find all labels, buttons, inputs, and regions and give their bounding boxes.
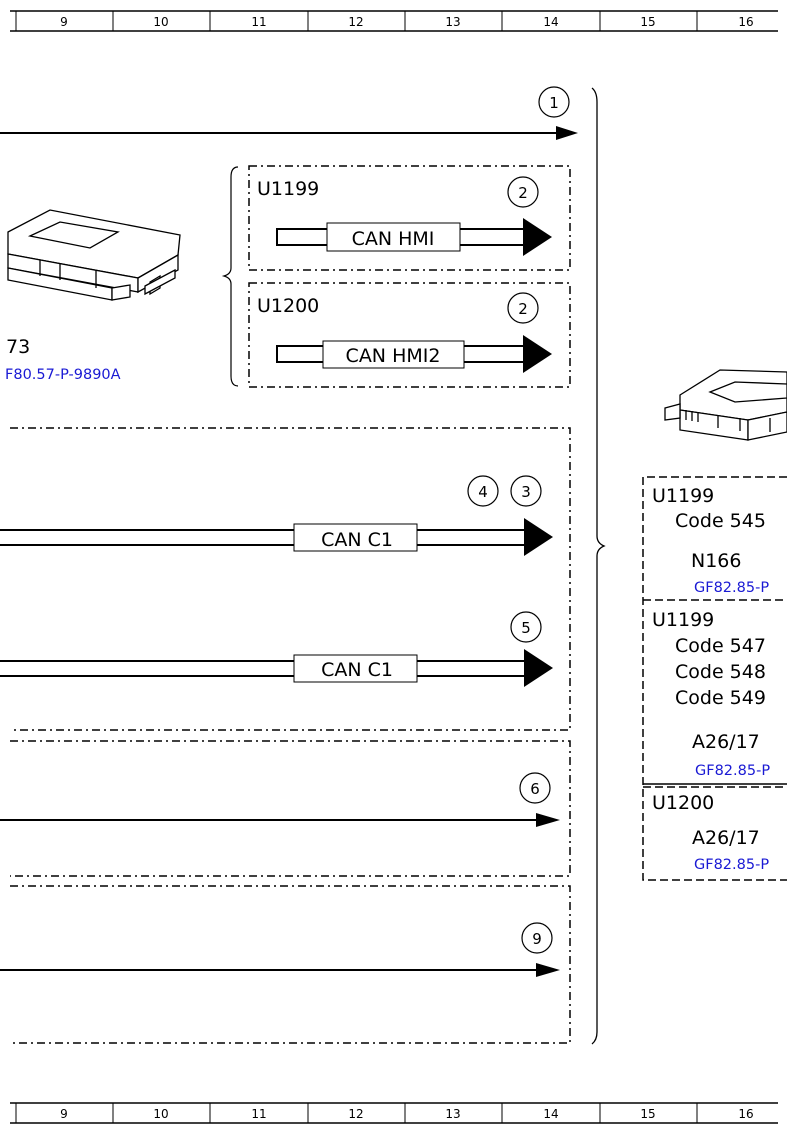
left-module-ref-link[interactable]: F80.57-P-9890A bbox=[5, 367, 121, 383]
ruler-bottom-15: 15 bbox=[640, 1107, 655, 1121]
callout-9-circle bbox=[521, 922, 553, 954]
callout-2a: 2 bbox=[518, 184, 528, 202]
callout-6-circle bbox=[519, 772, 551, 804]
main-brace bbox=[591, 87, 606, 1045]
hmi-box-1: U1199 2 CAN HMI bbox=[248, 165, 571, 271]
ruler-top-16: 16 bbox=[738, 15, 753, 29]
ruler-bottom-13: 13 bbox=[445, 1107, 460, 1121]
callout-3-circle bbox=[510, 475, 542, 507]
ruler-bottom-12: 12 bbox=[348, 1107, 363, 1121]
callout-2b: 2 bbox=[518, 300, 528, 318]
right-box-1-ref-link[interactable]: GF82.85-P bbox=[694, 580, 769, 596]
callout-4-circle bbox=[467, 475, 499, 507]
callout-2a-circle bbox=[507, 176, 539, 208]
right-box-1-code-545: Code 545 bbox=[675, 510, 766, 532]
right-box-2-fault-code: U1199 bbox=[652, 609, 714, 631]
right-box-2-component: A26/17 bbox=[692, 731, 760, 753]
right-panel: U1199 Code 545 N166 GF82.85-P U1199 Code… bbox=[642, 476, 787, 881]
callout-9: 9 bbox=[532, 930, 542, 948]
callout-4: 4 bbox=[478, 483, 488, 501]
can-hmi2-label: CAN HMI2 bbox=[346, 345, 441, 367]
right-box-2-code-548: Code 548 bbox=[675, 661, 766, 683]
bottom-ruler: 9 10 11 12 13 14 15 16 bbox=[10, 1102, 778, 1124]
ruler-top-9: 9 bbox=[60, 15, 68, 29]
can-c1-label-2: CAN C1 bbox=[321, 659, 393, 681]
callout-2b-circle bbox=[507, 292, 539, 324]
ruler-bottom-9: 9 bbox=[60, 1107, 68, 1121]
left-module-id: 73 bbox=[6, 336, 30, 358]
ruler-bottom-10: 10 bbox=[153, 1107, 168, 1121]
right-box-3-fault-code: U1200 bbox=[652, 792, 714, 814]
ruler-bottom-11: 11 bbox=[251, 1107, 266, 1121]
ruler-top-15: 15 bbox=[640, 15, 655, 29]
right-box-2-ref-link[interactable]: GF82.85-P bbox=[695, 763, 770, 779]
ruler-top-12: 12 bbox=[348, 15, 363, 29]
right-box-3-ref-link[interactable]: GF82.85-P bbox=[694, 857, 769, 873]
callout-6: 6 bbox=[530, 780, 540, 798]
ruler-top-10: 10 bbox=[153, 15, 168, 29]
right-box-1-fault-code: U1199 bbox=[652, 485, 714, 507]
right-box-3-component: A26/17 bbox=[692, 827, 760, 849]
hmi-box-2-fault-code: U1200 bbox=[257, 295, 319, 317]
callout-1: 1 bbox=[549, 94, 559, 112]
can-c1-label-1: CAN C1 bbox=[321, 529, 393, 551]
line-6-group: 6 bbox=[0, 740, 571, 877]
line-9-group: 9 bbox=[0, 885, 571, 1044]
callout-1-circle bbox=[538, 86, 570, 118]
hmi-box-2: U1200 2 CAN HMI2 bbox=[248, 282, 571, 388]
hmi-box-1-fault-code: U1199 bbox=[257, 178, 319, 200]
ruler-bottom-16: 16 bbox=[738, 1107, 753, 1121]
ruler-bottom-14: 14 bbox=[543, 1107, 558, 1121]
right-box-2-code-547: Code 547 bbox=[675, 635, 766, 657]
hmi-group-brace bbox=[221, 166, 239, 387]
can-c1-group: 4 3 CAN C1 5 CAN C1 bbox=[0, 427, 571, 731]
callout-3: 3 bbox=[521, 483, 531, 501]
ruler-top-13: 13 bbox=[445, 15, 460, 29]
top-ruler: 9 10 11 12 13 14 15 16 bbox=[10, 10, 778, 32]
left-module-illustration bbox=[7, 209, 181, 301]
right-module-illustration bbox=[664, 369, 787, 441]
ruler-top-11: 11 bbox=[251, 15, 266, 29]
line-1: 1 bbox=[0, 86, 578, 140]
callout-5: 5 bbox=[521, 619, 531, 637]
ruler-top-14: 14 bbox=[543, 15, 558, 29]
right-box-2-code-549: Code 549 bbox=[675, 687, 766, 709]
callout-5-circle bbox=[510, 611, 542, 643]
can-hmi-label: CAN HMI bbox=[352, 228, 435, 250]
right-box-1-component: N166 bbox=[691, 550, 741, 572]
